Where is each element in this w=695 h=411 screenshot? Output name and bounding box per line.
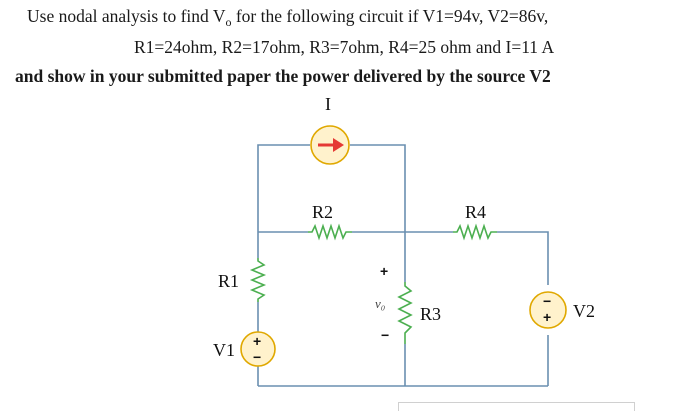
problem-line-3: and show in your submitted paper the pow… (15, 66, 551, 86)
wire-mid-right (497, 231, 549, 285)
problem-line-1-prefix: Use nodal analysis to find V (27, 6, 226, 26)
voltage-source-icon (240, 331, 276, 367)
problem-line-2: R1=24ohm, R2=17ohm, R3=7ohm, R4=25 ohm a… (134, 37, 555, 57)
resistor-zigzag-icon (308, 223, 352, 241)
resistor-zigzag-icon (453, 223, 497, 241)
wire-top-loop (257, 144, 406, 232)
v1-plus-sign: + (253, 333, 261, 349)
voltage-source-icon (529, 291, 567, 329)
label-current-source: I (325, 94, 331, 114)
resistor-zigzag-icon (249, 258, 267, 302)
problem-line-1-suffix: for the following circuit if V1=94v, V2=… (231, 6, 549, 26)
bottom-frame-edge (398, 402, 635, 411)
label-r2: R2 (312, 202, 333, 222)
vo-minus-sign: − (381, 327, 389, 343)
label-v1: V1 (213, 340, 235, 360)
vo-plus-sign: + (380, 263, 388, 279)
vo-subscript: o (225, 15, 232, 29)
label-r4: R4 (465, 202, 486, 222)
label-v2: V2 (573, 301, 595, 321)
current-source-arrow-right-icon (310, 125, 350, 165)
problem-line-1: Use nodal analysis to find Vo for the fo… (27, 6, 548, 30)
label-r1: R1 (218, 271, 239, 291)
v2-minus-sign: − (543, 293, 551, 309)
label-vo: v₀ (375, 296, 385, 311)
v2-plus-sign: + (543, 309, 551, 325)
resistor-zigzag-icon (397, 282, 413, 344)
v1-minus-sign: − (253, 349, 261, 365)
label-r3: R3 (420, 304, 441, 324)
